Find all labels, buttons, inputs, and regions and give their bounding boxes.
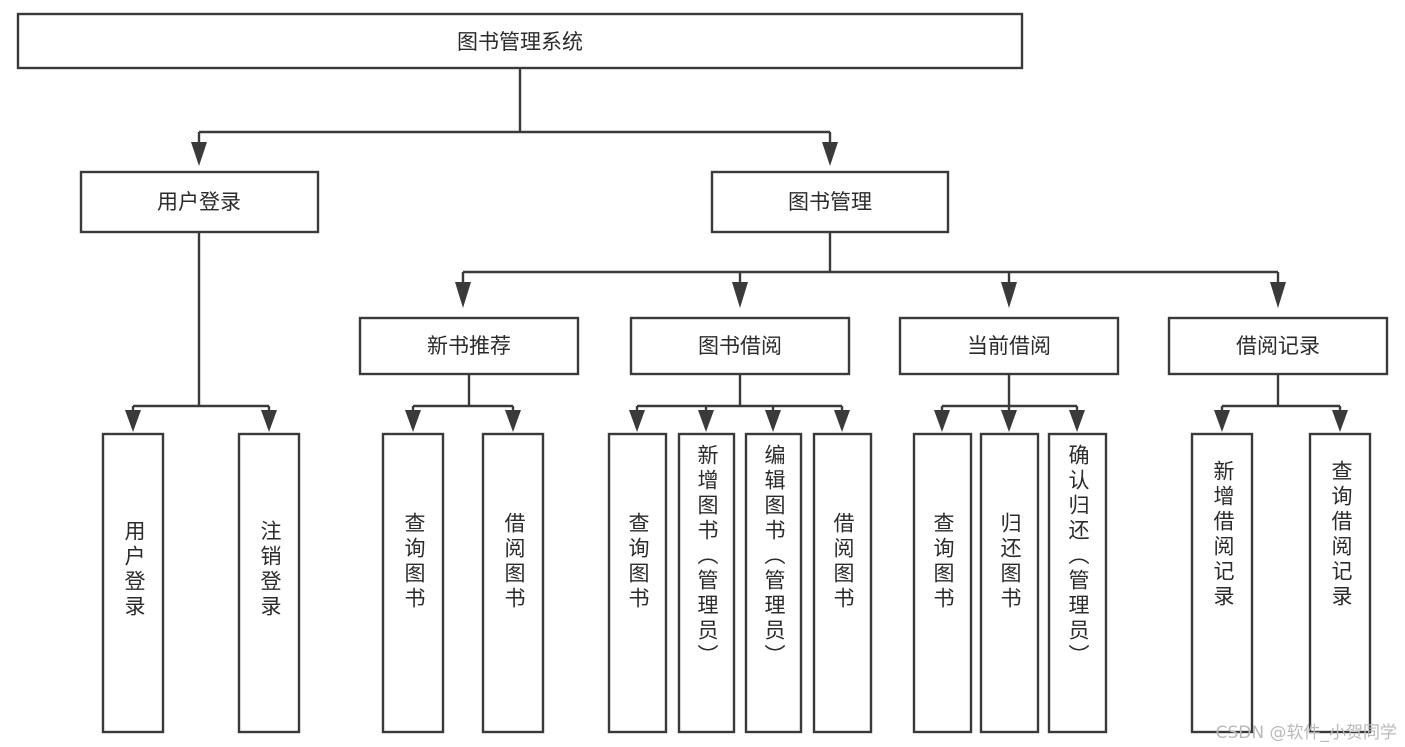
node-current-borrow-label: 当前借阅: [967, 334, 1051, 358]
leaf-book-borrow-3[interactable]: 编辑图书（管理员）: [744, 432, 803, 734]
leaf-book-borrow-1-label: 查询图书: [626, 512, 650, 612]
arrow-head-user-login: [191, 142, 207, 166]
csdn-watermark: CSDN @软件_小贺同学: [1215, 723, 1397, 743]
arrow-head-level2-4: [1270, 282, 1286, 308]
leaf-current-borrow-3-label: 确认归还（管理员）: [1066, 444, 1090, 669]
node-book-manage[interactable]: 图书管理: [710, 170, 950, 234]
leaf-book-borrow-1[interactable]: 查询图书: [607, 432, 668, 734]
leaf-current-borrow-2-box[interactable]: [979, 432, 1040, 734]
arrow-head-level2-3: [1001, 282, 1017, 308]
node-root-label: 图书管理系统: [457, 30, 583, 54]
arrow-head-newbook-leaf-2: [505, 410, 521, 432]
arrow-head-book-manage: [822, 142, 838, 166]
leaf-borrow-record-1-label: 新增借阅记录: [1211, 460, 1235, 610]
leaf-user-login-1[interactable]: 用户登录: [101, 432, 165, 734]
leaf-book-borrow-2-label: 新增图书（管理员）: [695, 444, 719, 669]
leaf-new-book-1-label: 查询图书: [402, 512, 426, 612]
node-user-login-label: 用户登录: [157, 190, 241, 214]
leaf-book-borrow-1-box[interactable]: [607, 432, 668, 734]
leaf-new-book-2[interactable]: 借阅图书: [481, 432, 545, 734]
leaf-book-borrow-3-box[interactable]: [744, 432, 803, 734]
arrow-head-user-leaf-1: [125, 410, 141, 432]
arrow-head-currentborrow-leaf-1: [934, 410, 950, 432]
arrow-head-bookborrow-leaf-3: [765, 410, 781, 432]
connector-group-new-book: [405, 375, 521, 432]
arrow-head-borrowrecord-leaf-1: [1214, 410, 1230, 432]
connector-group-root: [191, 68, 838, 166]
leaf-borrow-record-1[interactable]: 新增借阅记录: [1190, 432, 1254, 734]
leaf-current-borrow-1-label: 查询图书: [931, 512, 955, 612]
node-user-login[interactable]: 用户登录: [79, 170, 320, 234]
leaf-book-borrow-2[interactable]: 新增图书（管理员）: [677, 432, 736, 734]
node-book-borrow-label: 图书借阅: [698, 334, 782, 358]
connector-group-current-borrow: [934, 375, 1085, 432]
node-book-manage-box[interactable]: [710, 170, 950, 234]
leaf-book-borrow-4[interactable]: 借阅图书: [812, 432, 873, 734]
leaf-current-borrow-3[interactable]: 确认归还（管理员）: [1047, 432, 1108, 734]
leaf-new-book-1[interactable]: 查询图书: [381, 432, 445, 734]
arrow-head-currentborrow-leaf-3: [1069, 410, 1085, 432]
connector-group-book-manage: [455, 232, 1286, 308]
arrow-head-level2-1: [455, 282, 471, 308]
arrow-head-bookborrow-leaf-1: [629, 410, 645, 432]
leaf-current-borrow-3-box[interactable]: [1047, 432, 1108, 734]
leaf-user-login-1-label: 用户登录: [122, 520, 146, 620]
node-user-login-box[interactable]: [79, 170, 320, 234]
leaf-user-login-2[interactable]: 注销登录: [237, 432, 301, 734]
leaf-book-borrow-4-label: 借阅图书: [831, 512, 855, 612]
node-root-box[interactable]: [16, 12, 1024, 70]
arrow-head-borrowrecord-leaf-2: [1332, 410, 1348, 432]
leaf-user-login-2-box[interactable]: [237, 432, 301, 734]
connector-group-borrow-record: [1214, 375, 1348, 432]
node-current-borrow[interactable]: 当前借阅: [898, 316, 1120, 376]
leaf-borrow-record-1-box[interactable]: [1190, 432, 1254, 734]
arrow-head-bookborrow-leaf-2: [698, 410, 714, 432]
arrow-head-bookborrow-leaf-4: [834, 410, 850, 432]
leaf-borrow-record-2[interactable]: 查询借阅记录: [1308, 432, 1372, 734]
node-borrow-record[interactable]: 借阅记录: [1167, 316, 1389, 376]
leaf-new-book-1-box[interactable]: [381, 432, 445, 734]
leaf-current-borrow-1-box[interactable]: [912, 432, 973, 734]
node-new-book-recommend-box[interactable]: [358, 316, 580, 376]
arrow-head-newbook-leaf-1: [405, 410, 421, 432]
node-book-borrow[interactable]: 图书借阅: [629, 316, 851, 376]
connector-group-user-login: [125, 232, 277, 432]
arrow-head-level2-2: [732, 282, 748, 308]
leaf-current-borrow-2[interactable]: 归还图书: [979, 432, 1040, 734]
node-borrow-record-label: 借阅记录: [1236, 334, 1320, 358]
leaf-current-borrow-1[interactable]: 查询图书: [912, 432, 973, 734]
node-borrow-record-box[interactable]: [1167, 316, 1389, 376]
leaf-book-borrow-4-box[interactable]: [812, 432, 873, 734]
leaf-new-book-2-label: 借阅图书: [502, 512, 526, 612]
leaf-user-login-1-box[interactable]: [101, 432, 165, 734]
leaf-book-borrow-2-box[interactable]: [677, 432, 736, 734]
arrow-head-user-leaf-2: [261, 410, 277, 432]
leaf-book-borrow-3-label: 编辑图书（管理员）: [762, 444, 786, 669]
leaf-new-book-2-box[interactable]: [481, 432, 545, 734]
leaf-user-login-2-label: 注销登录: [258, 520, 282, 620]
node-current-borrow-box[interactable]: [898, 316, 1120, 376]
leaf-current-borrow-2-label: 归还图书: [998, 512, 1022, 612]
connector-group-book-borrow: [629, 375, 850, 432]
leaf-borrow-record-2-label: 查询借阅记录: [1329, 460, 1353, 610]
node-new-book-recommend[interactable]: 新书推荐: [358, 316, 580, 376]
node-new-book-recommend-label: 新书推荐: [427, 334, 511, 358]
node-book-borrow-box[interactable]: [629, 316, 851, 376]
arrow-head-currentborrow-leaf-2: [1001, 410, 1017, 432]
leaf-borrow-record-2-box[interactable]: [1308, 432, 1372, 734]
node-book-manage-label: 图书管理: [788, 190, 872, 214]
node-root[interactable]: 图书管理系统: [16, 12, 1024, 70]
